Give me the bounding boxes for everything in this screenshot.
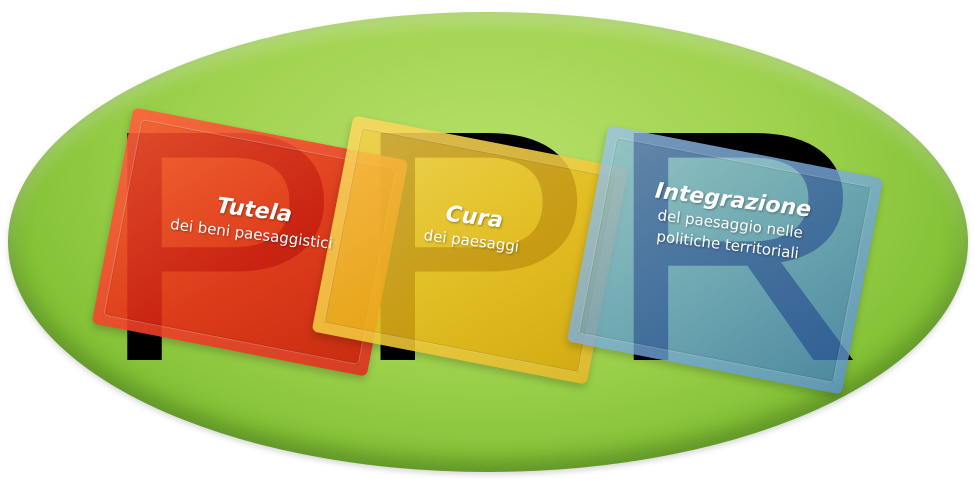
diagram-canvas: PPR Tutela dei beni paesaggistici Cura d… bbox=[0, 0, 975, 479]
